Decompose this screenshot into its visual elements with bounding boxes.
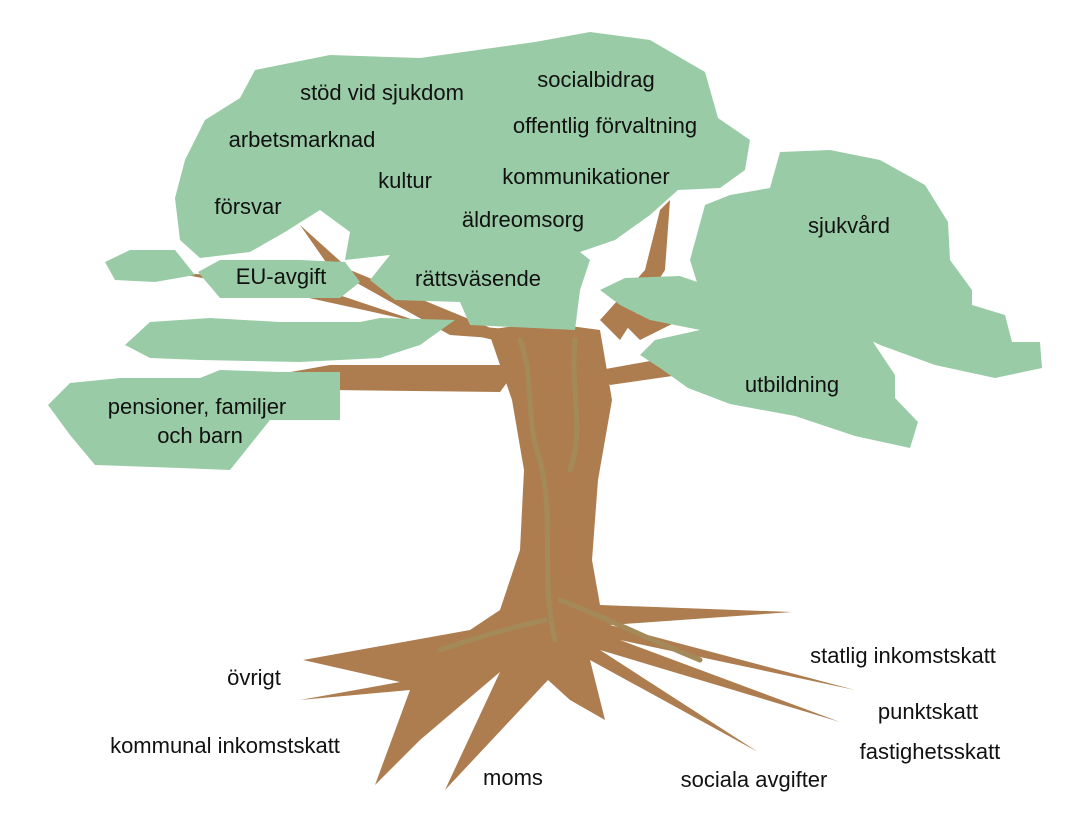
leaf-sjukvard xyxy=(690,150,1042,378)
foliage xyxy=(48,32,1042,470)
trunk-body xyxy=(300,322,855,790)
label-socialbidrag: socialbidrag xyxy=(537,67,654,92)
label-offentlig-forvaltning: offentlig förvaltning xyxy=(513,113,697,138)
label-moms: moms xyxy=(483,765,543,790)
label-ovrigt: övrigt xyxy=(227,665,281,690)
leaf-utbildning xyxy=(600,276,918,448)
label-kommunal-inkomstskatt: kommunal inkomstskatt xyxy=(110,733,340,758)
trunk-highlights xyxy=(437,337,703,663)
label-statlig-inkomstskatt: statlig inkomstskatt xyxy=(810,643,996,668)
label-kultur: kultur xyxy=(378,168,432,193)
label-pensioner-line2: och barn xyxy=(157,423,243,448)
leaf-pensioner-upper xyxy=(125,318,455,362)
label-eu-avgift: EU-avgift xyxy=(236,264,326,289)
trunk xyxy=(300,322,855,790)
label-pensioner-line1: pensioner, familjer xyxy=(108,394,287,419)
label-forsvar: försvar xyxy=(214,194,281,219)
label-fastighetsskatt: fastighetsskatt xyxy=(860,739,1001,764)
leaf-pensioner xyxy=(48,370,340,470)
label-arbetsmarknad: arbetsmarknad xyxy=(229,127,376,152)
label-punktskatt: punktskatt xyxy=(878,699,978,724)
leaf-eu xyxy=(198,260,360,298)
leaf-left-small xyxy=(105,250,195,282)
label-aldreomsorg: äldreomsorg xyxy=(462,207,584,232)
canopy-main xyxy=(175,32,750,330)
branch-left-mid xyxy=(170,272,520,345)
label-utbildning: utbildning xyxy=(745,372,839,397)
branch-right-up xyxy=(600,200,670,340)
canopy-labels: stöd vid sjukdom socialbidrag arbetsmark… xyxy=(108,67,890,448)
label-sjukvard: sjukvård xyxy=(808,213,890,238)
label-kommunikationer: kommunikationer xyxy=(502,164,670,189)
label-rattsvasende: rättsväsende xyxy=(415,266,541,291)
label-stod-vid-sjukdom: stöd vid sjukdom xyxy=(300,80,464,105)
root-labels: övrigt kommunal inkomstskatt moms social… xyxy=(110,643,1000,792)
label-sociala-avgifter: sociala avgifter xyxy=(681,767,828,792)
